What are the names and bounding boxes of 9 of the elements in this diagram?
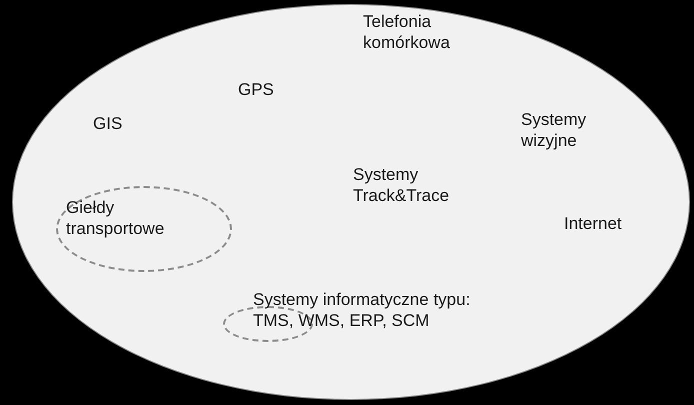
label-text: Systemy Track&Trace: [353, 164, 450, 206]
label-text: GIS: [93, 113, 124, 134]
label-text: Systemy wizyjne: [521, 109, 588, 151]
dashed-ellipse: [56, 186, 232, 272]
label-text: Telefonia komórkowa: [363, 11, 451, 53]
label-text: Systemy informatyczne typu: TMS, WMS, ERP, SCM: [253, 289, 472, 331]
label-text: GPS: [238, 79, 275, 100]
label-text: Internet: [564, 213, 623, 234]
node-text: Giełdy transportowe: [66, 197, 166, 239]
